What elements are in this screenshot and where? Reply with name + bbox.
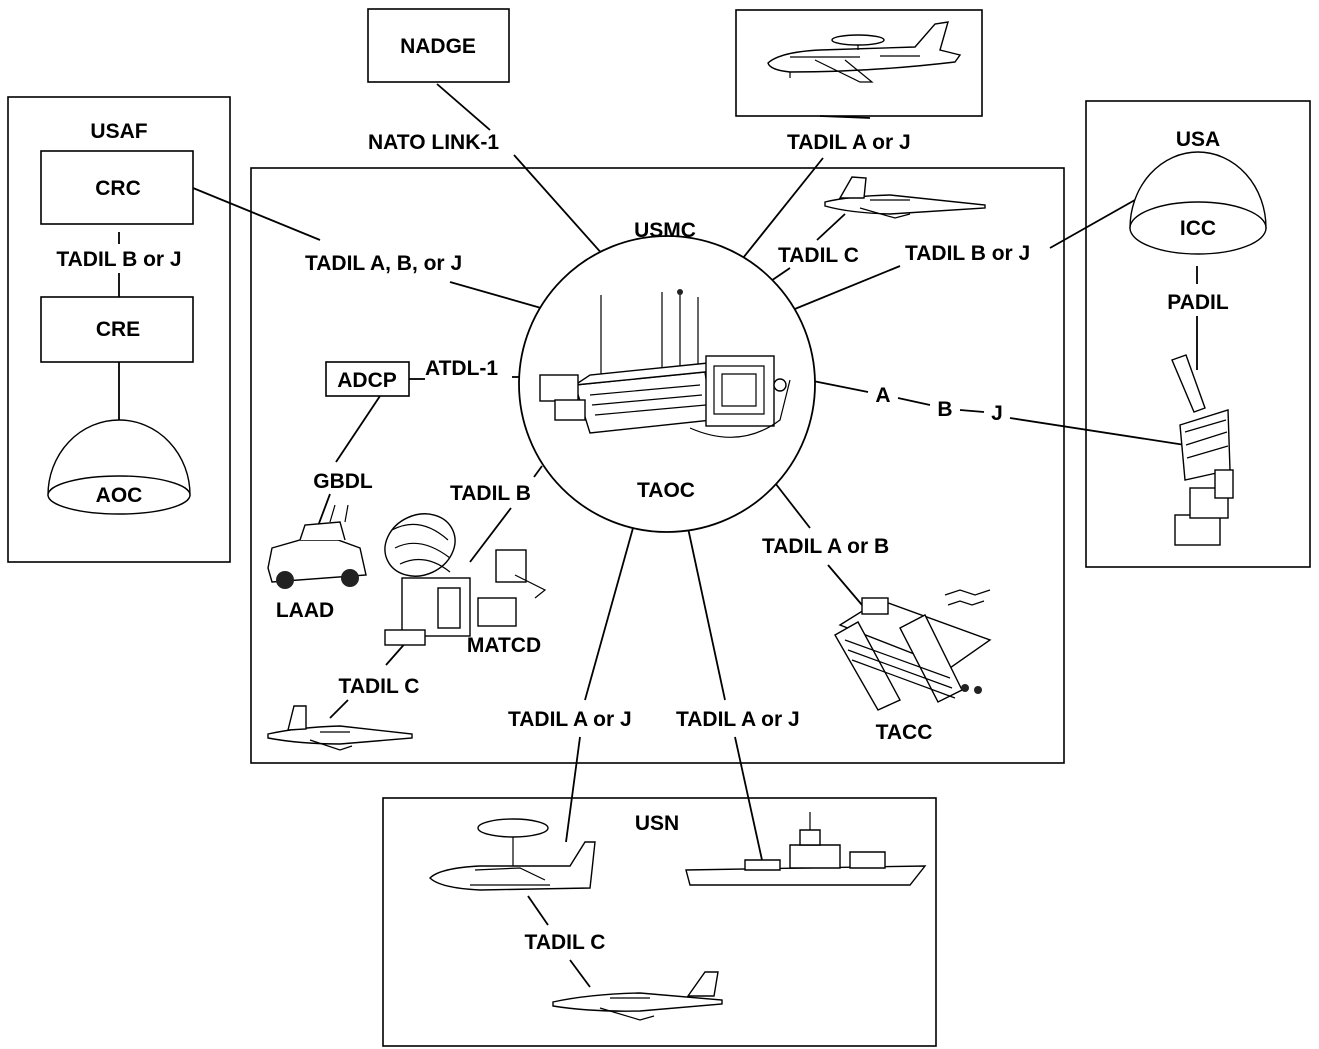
tacc-label: TACC: [876, 721, 933, 744]
warship-icon: [685, 812, 927, 886]
matcd-label: MATCD: [467, 634, 541, 657]
matcd-radar-icon: [384, 513, 547, 646]
adcp-label: ADCP: [337, 369, 397, 392]
usa-label: USA: [1176, 128, 1220, 151]
icc-label: ICC: [1180, 217, 1216, 240]
crc-cre-link-label: TADIL B or J: [56, 248, 181, 271]
taoc-label: TAOC: [637, 479, 695, 502]
nato-link-label: NATO LINK-1: [368, 131, 499, 154]
crc-box: [40, 150, 194, 225]
aoc-dome: [47, 419, 191, 515]
usa-box: [1085, 100, 1311, 568]
abj-b-label: B: [937, 398, 952, 421]
abj-a-label: A: [875, 384, 890, 407]
fighter-bottom-icon: [552, 971, 723, 1021]
usn-label: USN: [635, 812, 679, 835]
fighter-left-link-label: TADIL C: [339, 675, 420, 698]
tacc-complex-icon: [834, 589, 992, 711]
icc-dome: [1129, 151, 1267, 255]
fighter-left-icon: [267, 705, 413, 751]
padil-label: PADIL: [1167, 291, 1229, 314]
abj-j-label: J: [991, 402, 1003, 425]
awacs-aircraft-icon: [767, 21, 962, 83]
usn-link-1-label: TADIL A or J: [508, 708, 632, 731]
nadge-label: NADGE: [400, 35, 476, 58]
aoc-label: AOC: [96, 484, 143, 507]
laad-vehicle-icon: [267, 504, 367, 589]
cre-label: CRE: [96, 318, 140, 341]
adcp-box: [325, 361, 410, 397]
usn-link-2-label: TADIL A or J: [676, 708, 800, 731]
usmc-label: USMC: [634, 219, 696, 242]
nadge-box: [367, 8, 510, 83]
awacs-link-label: TADIL A or J: [787, 131, 911, 154]
patriot-launcher-icon: [1171, 354, 1234, 546]
usn-internal-link-label: TADIL C: [525, 931, 606, 954]
labels: NADGE NATO LINK-1 TADIL A or J USAF CRC …: [56, 35, 1229, 954]
fighter-top-icon: [824, 176, 986, 219]
matcd-link-label: TADIL B: [450, 482, 531, 505]
usmc-box: [250, 167, 1065, 764]
usaf-taoc-link-label: TADIL A, B, or J: [305, 252, 462, 275]
cre-box: [40, 296, 194, 363]
usn-box: [382, 797, 937, 1047]
usaf-box: [7, 96, 231, 563]
gbdl-label: GBDL: [313, 470, 373, 493]
crc-label: CRC: [95, 177, 141, 200]
hawkeye-aircraft-icon: [429, 818, 596, 891]
connection-lines: [118, 83, 1198, 988]
taoc-shelter-icon: [539, 289, 791, 438]
atdl-link-label: ATDL-1: [425, 357, 498, 380]
usaf-label: USAF: [90, 120, 147, 143]
tacc-link-label: TADIL A or B: [762, 535, 889, 558]
fighter-top-link-label: TADIL C: [778, 244, 859, 267]
usa-taoc-link-label: TADIL B or J: [905, 242, 1030, 265]
awacs-box: [735, 9, 983, 117]
laad-label: LAAD: [276, 599, 334, 622]
